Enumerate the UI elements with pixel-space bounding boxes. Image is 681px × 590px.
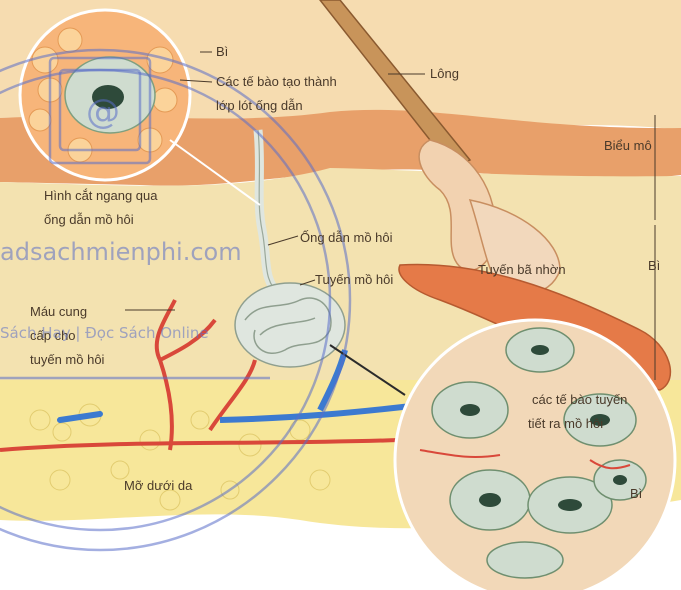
label-sweat-duct: Ống dẫn mồ hôi xyxy=(300,230,393,245)
label-bi-top: Bì xyxy=(216,44,228,59)
label-lining-cells-1: Các tế bào tạo thành xyxy=(216,74,337,89)
label-secretory-cells-2: tiết ra mồ hôi xyxy=(528,416,603,431)
label-cross-section-2: ống dẫn mồ hôi xyxy=(44,212,134,227)
label-blood-supply-3: tuyến mồ hôi xyxy=(30,352,104,367)
label-bi-bottom: Bì xyxy=(630,486,642,501)
label-blood-supply-1: Máu cung xyxy=(30,304,87,319)
label-hair: Lông xyxy=(430,66,459,81)
label-sweat-gland: Tuyến mồ hôi xyxy=(315,272,393,287)
label-sebaceous-gland: Tuyến bã nhờn xyxy=(478,262,566,277)
watermark-at-sign: @ xyxy=(86,92,120,132)
label-lining-cells-2: lớp lót ống dẫn xyxy=(216,98,303,113)
label-dermis: Bì xyxy=(648,258,660,273)
label-epidermis: Biểu mô xyxy=(604,138,652,153)
label-secretory-cells-1: các tế bào tuyến xyxy=(532,392,627,407)
watermark-tagline: Sách Hay | Đọc Sách Online xyxy=(0,324,209,342)
label-subcutaneous-fat: Mỡ dưới da xyxy=(124,478,192,493)
label-cross-section-1: Hình cắt ngang qua xyxy=(44,188,157,203)
gland-cross-section-inset xyxy=(395,320,675,590)
watermark-site: adsachmienphi.com xyxy=(0,238,242,266)
